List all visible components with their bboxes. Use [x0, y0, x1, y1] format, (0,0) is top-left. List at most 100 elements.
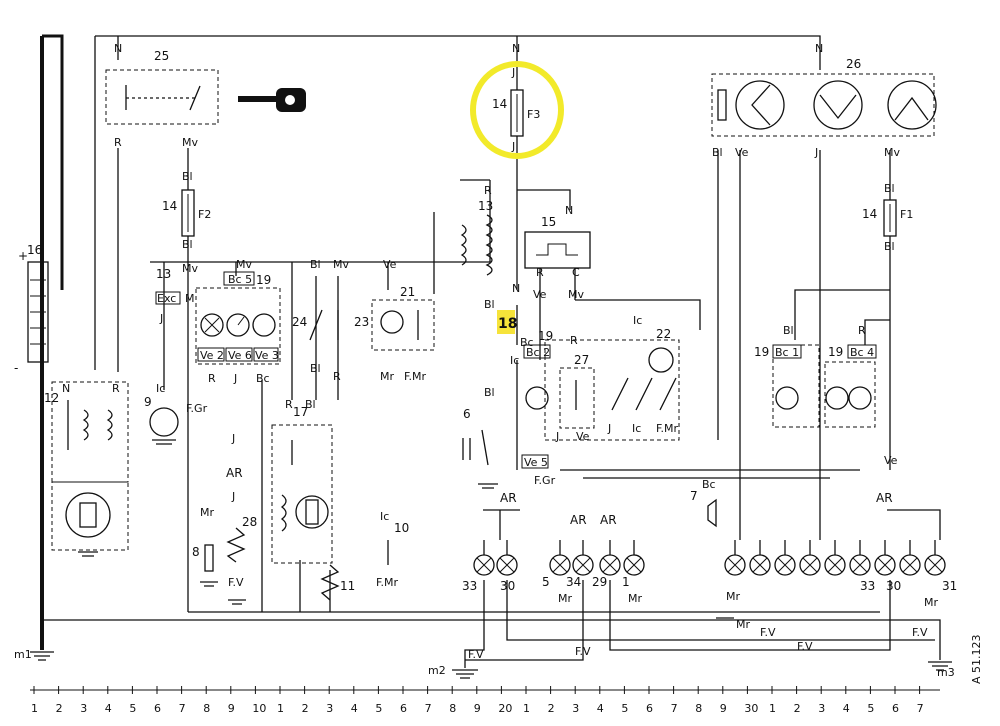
- ruler-label: 3: [80, 702, 87, 715]
- wire-j-19a: J: [233, 372, 237, 385]
- ar-5: AR: [876, 491, 893, 505]
- wire-ic-22b: Ic: [632, 422, 641, 435]
- wire-bl-6: Bl: [484, 386, 495, 399]
- lamp-cross: [777, 557, 793, 573]
- label-14-f3: 14: [492, 97, 507, 111]
- ground-symbols: [30, 439, 952, 679]
- label-19a: 19: [256, 273, 271, 287]
- lamp-block-26: [717, 80, 937, 130]
- wire-ve-26: Ve: [735, 146, 749, 159]
- label-15: 15: [541, 215, 556, 229]
- lamp-cross: [752, 557, 768, 573]
- wire-c-15: C: [572, 266, 580, 279]
- wire-fv-b2: F.V: [468, 648, 484, 661]
- starter-17: [280, 440, 329, 532]
- ruler-label: 5: [867, 702, 874, 715]
- ground-m2: m2: [428, 664, 446, 677]
- wire-fmr-22: F.Mr: [656, 422, 679, 435]
- wire-bl-f1a: Bl: [884, 182, 895, 195]
- wire-n-18: N: [512, 282, 520, 295]
- box-ve2: Ve 2: [200, 349, 224, 362]
- label-14-f2: 14: [162, 199, 177, 213]
- wire-n-f3: N: [512, 42, 520, 55]
- wire-bl-f2a: Bl: [182, 170, 193, 183]
- wire-bl-18: Bl: [484, 298, 495, 311]
- label-25: 25: [154, 49, 169, 63]
- ar-3: AR: [570, 513, 587, 527]
- box-ve6: Ve 6: [228, 349, 252, 362]
- wire-j-26: J: [814, 146, 818, 159]
- ruler-label: 2: [794, 702, 801, 715]
- ruler-label: 1: [769, 702, 776, 715]
- ruler-label: 3: [326, 702, 333, 715]
- ruler-label: 3: [572, 702, 579, 715]
- wire-mr-34: Mr: [558, 592, 572, 605]
- label-12: 12: [44, 391, 59, 405]
- lamp-cross: [902, 557, 918, 573]
- fuse-f2: [181, 189, 195, 237]
- ruler-label: 10: [252, 702, 266, 715]
- label-6: 6: [463, 407, 471, 421]
- label-7: 7: [690, 489, 698, 503]
- plus-sign: +: [18, 249, 28, 263]
- indicator-lamps: [525, 347, 872, 411]
- label-16: 16: [27, 243, 42, 257]
- resistors: [226, 527, 340, 601]
- ground-m3: m3: [937, 666, 955, 679]
- wire-bl-17: Bl: [305, 398, 316, 411]
- wire-bl-24: Bl: [310, 258, 321, 271]
- lamp-cross: [927, 557, 943, 573]
- wire-mv-15: Mv: [568, 288, 584, 301]
- horns: [204, 498, 717, 572]
- label-23: 23: [354, 315, 369, 329]
- wire-ic-10: Ic: [380, 510, 389, 523]
- lamp-cross: [852, 557, 868, 573]
- wire-r-17: R: [285, 398, 293, 411]
- fuse-f1-label: F1: [900, 208, 913, 221]
- lamp-21: [380, 310, 419, 340]
- wire-r-13: R: [484, 184, 492, 197]
- fuse-f1: [883, 199, 897, 237]
- ar-1: AR: [226, 466, 243, 480]
- wire-bc-18: Bc: [520, 336, 534, 349]
- lamp-cross: [575, 557, 591, 573]
- wire-r-25: R: [114, 136, 122, 149]
- wire-n-12: N: [62, 382, 70, 395]
- wire-j-ar2: J: [231, 490, 235, 503]
- ruler-label: 6: [400, 702, 407, 715]
- wire-ic-9: Ic: [156, 382, 165, 395]
- label-33b: 33: [860, 579, 875, 593]
- wire-mr-bottom2: Mr: [736, 618, 750, 631]
- wire-ve-15: Ve: [533, 288, 547, 301]
- label-17: 17: [293, 405, 308, 419]
- minus-sign: -: [14, 361, 18, 375]
- wire-j-22: J: [607, 422, 611, 435]
- lamp-cross: [476, 557, 492, 573]
- wire-fgr-13: F.Gr: [186, 402, 208, 415]
- ruler-label: 2: [548, 702, 555, 715]
- ruler-label: 6: [646, 702, 653, 715]
- wire-mv-26: Mv: [884, 146, 900, 159]
- regulator-12: [65, 400, 113, 538]
- wire-n-15: N: [565, 204, 573, 217]
- wire-j-ar1: J: [231, 432, 235, 445]
- rear-lamp-row: [473, 540, 946, 576]
- ruler-label: 7: [671, 702, 678, 715]
- lamp-cross: [602, 557, 618, 573]
- wire-ve-27: Ve: [576, 430, 590, 443]
- ruler-label: 4: [843, 702, 850, 715]
- wire-r-27: R: [570, 334, 578, 347]
- label-22: 22: [656, 327, 671, 341]
- ruler-label: 7: [425, 702, 432, 715]
- label-13b: 13: [478, 199, 493, 213]
- wire-r-19a: R: [208, 372, 216, 385]
- ruler-label: 7: [917, 702, 924, 715]
- ruler-label: 2: [56, 702, 63, 715]
- ruler-label: 1: [523, 702, 530, 715]
- ruler-label: 6: [154, 702, 161, 715]
- ruler-label: 2: [302, 702, 309, 715]
- wire-ic-22: Ic: [633, 314, 642, 327]
- ignition-coil-13: [433, 212, 493, 294]
- wire-mr-8: Mr: [200, 506, 214, 519]
